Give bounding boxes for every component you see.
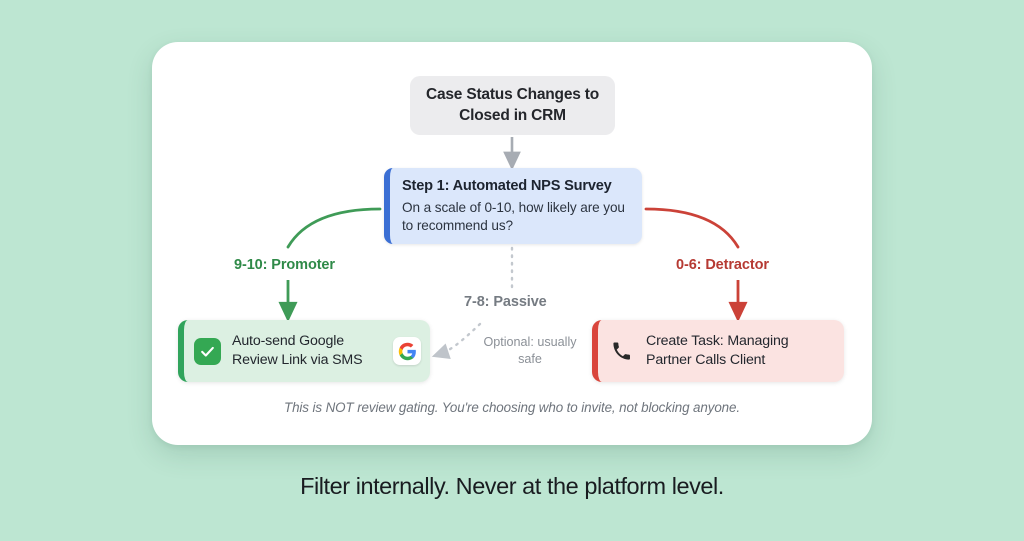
- phone-icon: [608, 342, 635, 361]
- step-body: On a scale of 0-10, how likely are you t…: [402, 200, 625, 234]
- trigger-node[interactable]: Case Status Changes to Closed in CRM: [410, 76, 615, 135]
- branch-label-promoter: 9-10: Promoter: [234, 257, 335, 273]
- passive-optional-note: Optional: usually safe: [483, 335, 577, 366]
- trigger-label: Case Status Changes to Closed in CRM: [425, 86, 600, 124]
- branch-label-passive: 7-8: Passive: [464, 294, 547, 310]
- outcome-card-promoter[interactable]: Auto-send Google Review Link via SMS: [178, 320, 430, 382]
- diagram-card: Case Status Changes to Closed in CRM Ste…: [152, 42, 872, 445]
- connector-detractor-curve: [644, 207, 740, 249]
- check-icon: [194, 337, 221, 365]
- step-node[interactable]: Step 1: Automated NPS Survey On a scale …: [384, 168, 642, 244]
- footnote-text: This is NOT review gating. You're choosi…: [284, 400, 740, 415]
- google-logo-icon: [393, 337, 421, 365]
- step-title: Step 1: Automated NPS Survey: [402, 178, 612, 194]
- branch-label-detractor: 0-6: Detractor: [676, 257, 769, 273]
- caption-text: Filter internally. Never at the platform…: [300, 473, 724, 499]
- connector-promoter-curve: [286, 207, 382, 249]
- outcome-detractor-text: Create Task: Managing Partner Calls Clie…: [646, 333, 789, 368]
- outcome-promoter-text: Auto-send Google Review Link via SMS: [232, 333, 363, 368]
- outcome-card-detractor[interactable]: Create Task: Managing Partner Calls Clie…: [592, 320, 844, 382]
